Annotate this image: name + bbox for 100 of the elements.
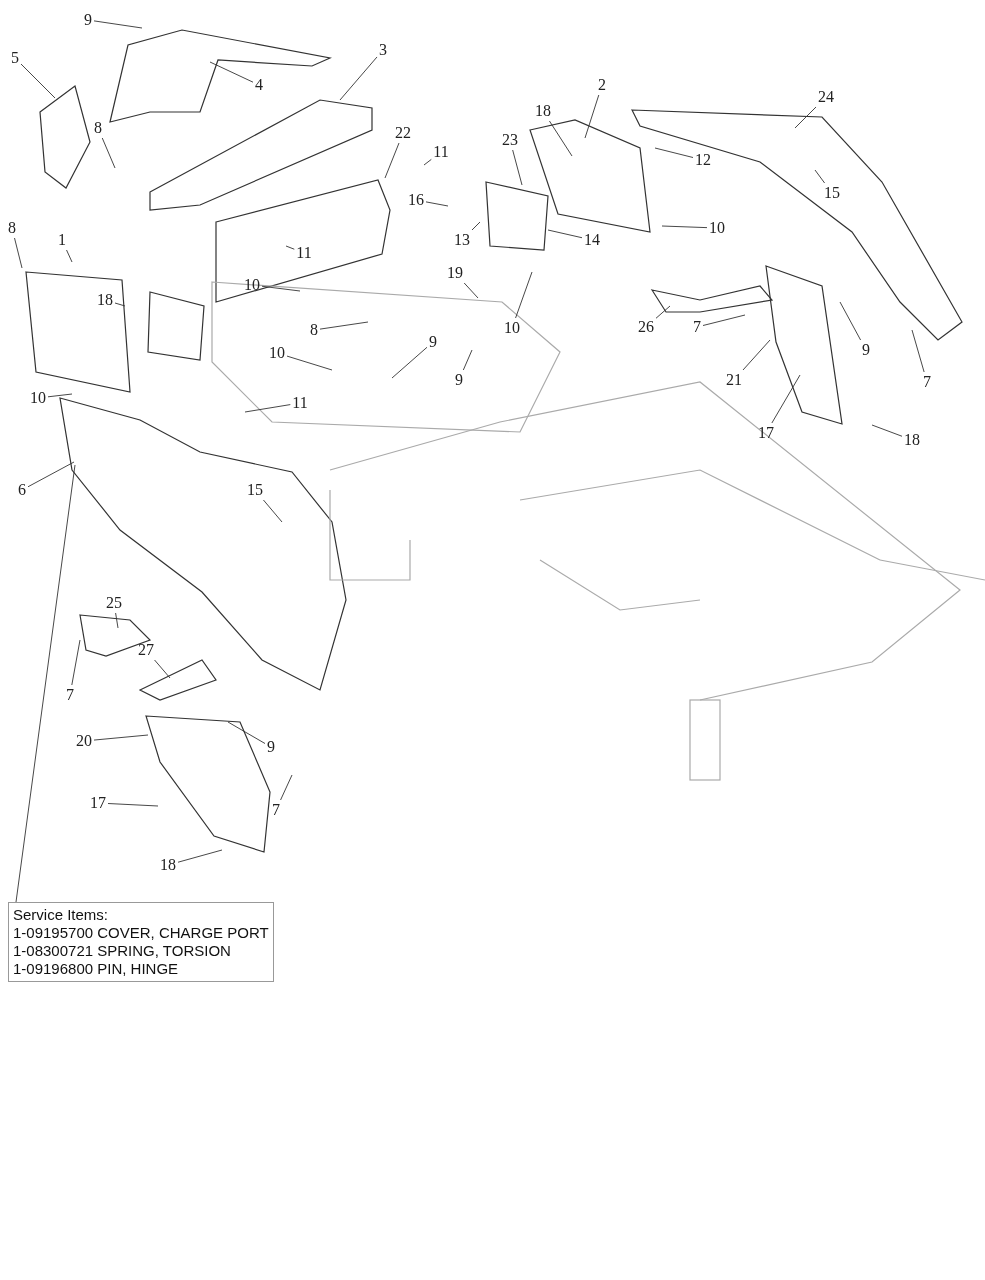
leader-line — [286, 355, 333, 371]
callout-number: 8 — [94, 119, 102, 137]
leader-line — [154, 659, 171, 679]
leader-line — [209, 61, 254, 83]
leader-line — [20, 63, 56, 99]
leader-line — [93, 734, 149, 741]
leader-line — [15, 464, 76, 903]
callout-number: 15 — [247, 481, 263, 499]
callout-number: 7 — [923, 373, 931, 391]
leader-line — [47, 393, 73, 398]
callout-number: 8 — [310, 321, 318, 339]
leader-line — [384, 142, 400, 179]
leader-line — [871, 424, 903, 437]
leader-line — [462, 349, 473, 371]
leader-line — [794, 106, 817, 129]
callout-number: 26 — [638, 318, 654, 336]
callout-number: 24 — [818, 88, 834, 106]
leader-line — [814, 169, 826, 184]
leader-line — [107, 803, 159, 807]
callout-number: 13 — [454, 231, 470, 249]
callout-number: 3 — [379, 41, 387, 59]
callout-number: 9 — [862, 341, 870, 359]
callout-number: 16 — [408, 191, 424, 209]
leader-line — [14, 237, 23, 269]
callout-number: 11 — [296, 244, 312, 262]
callout-number: 5 — [11, 49, 19, 67]
callout-number: 22 — [395, 124, 411, 142]
callout-number: 7 — [693, 318, 701, 336]
callout-number: 7 — [272, 801, 280, 819]
leader-line — [515, 271, 533, 319]
leader-line — [471, 221, 481, 231]
leader-line — [742, 339, 771, 371]
leader-line — [177, 849, 223, 863]
leader-line — [911, 329, 925, 373]
callout-number: 11 — [433, 143, 449, 161]
callout-number: 10 — [244, 276, 260, 294]
callout-number: 15 — [824, 184, 840, 202]
leader-line — [654, 147, 694, 158]
leader-line — [771, 374, 801, 424]
callout-number: 20 — [76, 732, 92, 750]
callout-number: 11 — [292, 394, 308, 412]
callout-number: 4 — [255, 76, 263, 94]
callout-number: 21 — [726, 371, 742, 389]
leader-line — [71, 639, 81, 686]
leader-line — [319, 321, 369, 330]
callout-number: 18 — [97, 291, 113, 309]
callout-number: 7 — [66, 686, 74, 704]
callout-number: 9 — [84, 11, 92, 29]
leader-line — [280, 774, 293, 801]
leader-line — [114, 302, 126, 307]
callout-number: 6 — [18, 481, 26, 499]
callout-number: 18 — [535, 102, 551, 120]
service-items-box — [8, 902, 274, 982]
callout-number: 9 — [429, 333, 437, 351]
leader-line — [66, 249, 73, 263]
callout-number: 10 — [30, 389, 46, 407]
callout-number: 1 — [58, 231, 66, 249]
callout-number: 27 — [138, 641, 154, 659]
callout-number: 18 — [904, 431, 920, 449]
leader-line — [339, 56, 378, 101]
leader-line — [93, 20, 143, 29]
callout-number: 19 — [447, 264, 463, 282]
callout-number: 10 — [709, 219, 725, 237]
callout-number: 14 — [584, 231, 600, 249]
leader-line — [549, 120, 573, 157]
leader-line — [244, 404, 291, 413]
leader-line — [101, 137, 116, 169]
leader-line — [425, 201, 449, 207]
service-item-line: 1-08300721 SPRING, TORSION — [13, 942, 232, 960]
service-item-line: 1-09196800 PIN, HINGE — [13, 960, 180, 978]
leader-line — [655, 305, 671, 319]
leader-line — [547, 229, 583, 239]
leader-line — [115, 612, 119, 629]
callout-number: 10 — [504, 319, 520, 337]
leader-line — [463, 282, 479, 299]
callout-number: 2 — [598, 76, 606, 94]
leader-line — [261, 285, 301, 292]
callout-number: 8 — [8, 219, 16, 237]
leader-line — [263, 499, 283, 523]
leader-line — [661, 225, 708, 229]
service-item-line: 1-09195700 COVER, CHARGE PORT — [13, 924, 269, 942]
leader-line — [227, 721, 266, 744]
callout-number: 12 — [695, 151, 711, 169]
callout-number: 23 — [502, 131, 518, 149]
leader-line — [839, 301, 862, 341]
leader-line — [702, 314, 746, 326]
callout-number: 17 — [758, 424, 774, 442]
leader-line — [512, 149, 523, 186]
leader-line — [27, 461, 75, 488]
service-items-heading: Service Items: — [13, 906, 110, 924]
callout-number: 17 — [90, 794, 106, 812]
callout-number: 10 — [269, 344, 285, 362]
leader-line — [285, 245, 295, 250]
leader-line — [391, 346, 428, 379]
leader-line — [584, 94, 600, 139]
callout-number: 9 — [455, 371, 463, 389]
callout-number: 25 — [106, 594, 122, 612]
callout-number: 9 — [267, 738, 275, 756]
leader-line — [423, 158, 432, 166]
callout-number: 18 — [160, 856, 176, 874]
